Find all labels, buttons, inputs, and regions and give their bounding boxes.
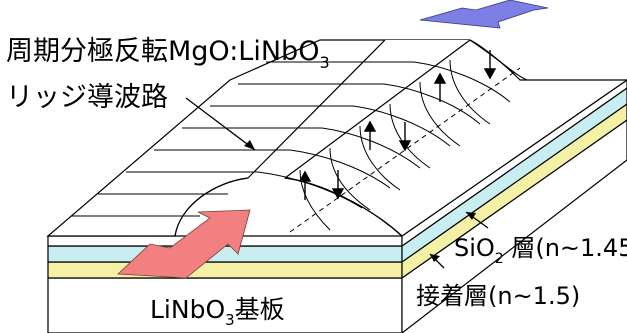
domain-arrow-up-3 (433, 72, 447, 102)
sio2-label: SiO2 層(n~1.45 (454, 234, 627, 267)
domain-arrows (298, 50, 497, 200)
sio2-prefix-text: SiO (454, 234, 495, 262)
substrate-block (47, 119, 627, 333)
domain-arrow-down-3 (483, 50, 497, 80)
ridge-waveguide (72, 39, 528, 237)
adhesive-layer-front (47, 261, 403, 279)
waveguide-pointer-line (185, 97, 256, 151)
title-subscript: 3 (319, 53, 329, 72)
substrate-suffix-text: 基板 (235, 295, 285, 324)
substrate-subscript: 3 (225, 311, 235, 329)
output-light-arrow (419, 0, 549, 29)
sio2-suffix-text: 層(n~1.45 (504, 234, 627, 262)
title-main-text: 周期分極反転MgO:LiNbO (6, 36, 319, 67)
substrate-prefix-text: LiNbO (150, 295, 225, 324)
adhesive-label: 接着層(n~1.5) (416, 282, 580, 310)
sio2-layer-front (47, 245, 403, 263)
domain-arrow-down-2 (398, 122, 412, 152)
domain-arrow-up-1 (298, 170, 312, 200)
title-label: 周期分極反転MgO:LiNbO3 (6, 36, 330, 72)
substrate-label: LiNbO3基板 (150, 295, 285, 329)
waveguide-label: リッジ導波路 (6, 82, 168, 113)
domain-arrow-up-2 (363, 120, 377, 150)
input-light-arrow (117, 209, 251, 279)
domain-arrow-down-1 (331, 170, 345, 200)
sio2-subscript: 2 (495, 251, 504, 267)
